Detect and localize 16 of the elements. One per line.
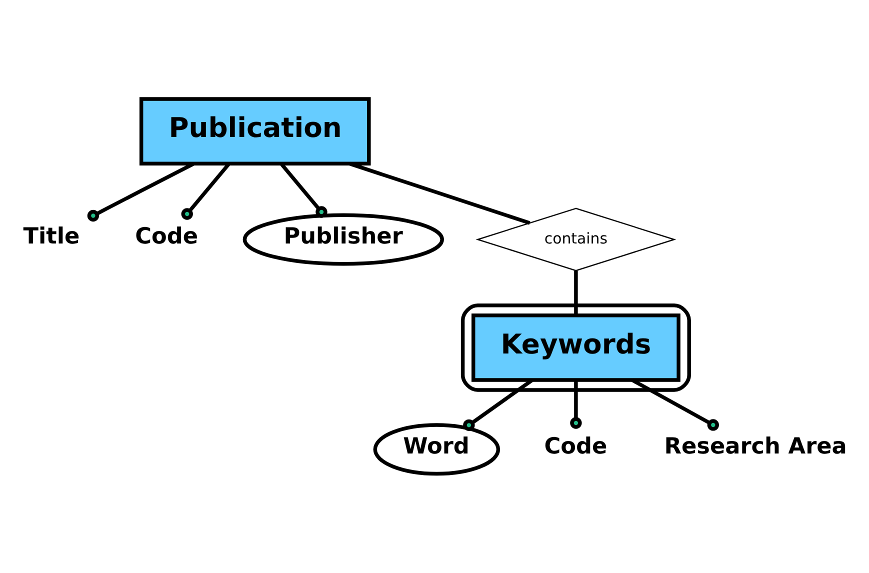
connector <box>463 378 534 432</box>
connector <box>570 380 582 429</box>
connector <box>349 162 530 225</box>
node-ellipse: Publisher <box>242 213 444 266</box>
node-text: Code <box>544 434 608 460</box>
connector <box>574 270 578 316</box>
connector <box>280 162 328 218</box>
node-box: Keywords <box>472 313 680 382</box>
node-ellipse: Word <box>373 423 500 476</box>
node-text: Title <box>23 224 80 250</box>
node-diamond: contains <box>476 208 676 272</box>
connector <box>181 162 231 220</box>
cluster <box>460 304 691 392</box>
node-box: Publication <box>139 97 371 166</box>
node-text: Research Area <box>664 434 847 460</box>
node-text: Code <box>135 224 198 250</box>
